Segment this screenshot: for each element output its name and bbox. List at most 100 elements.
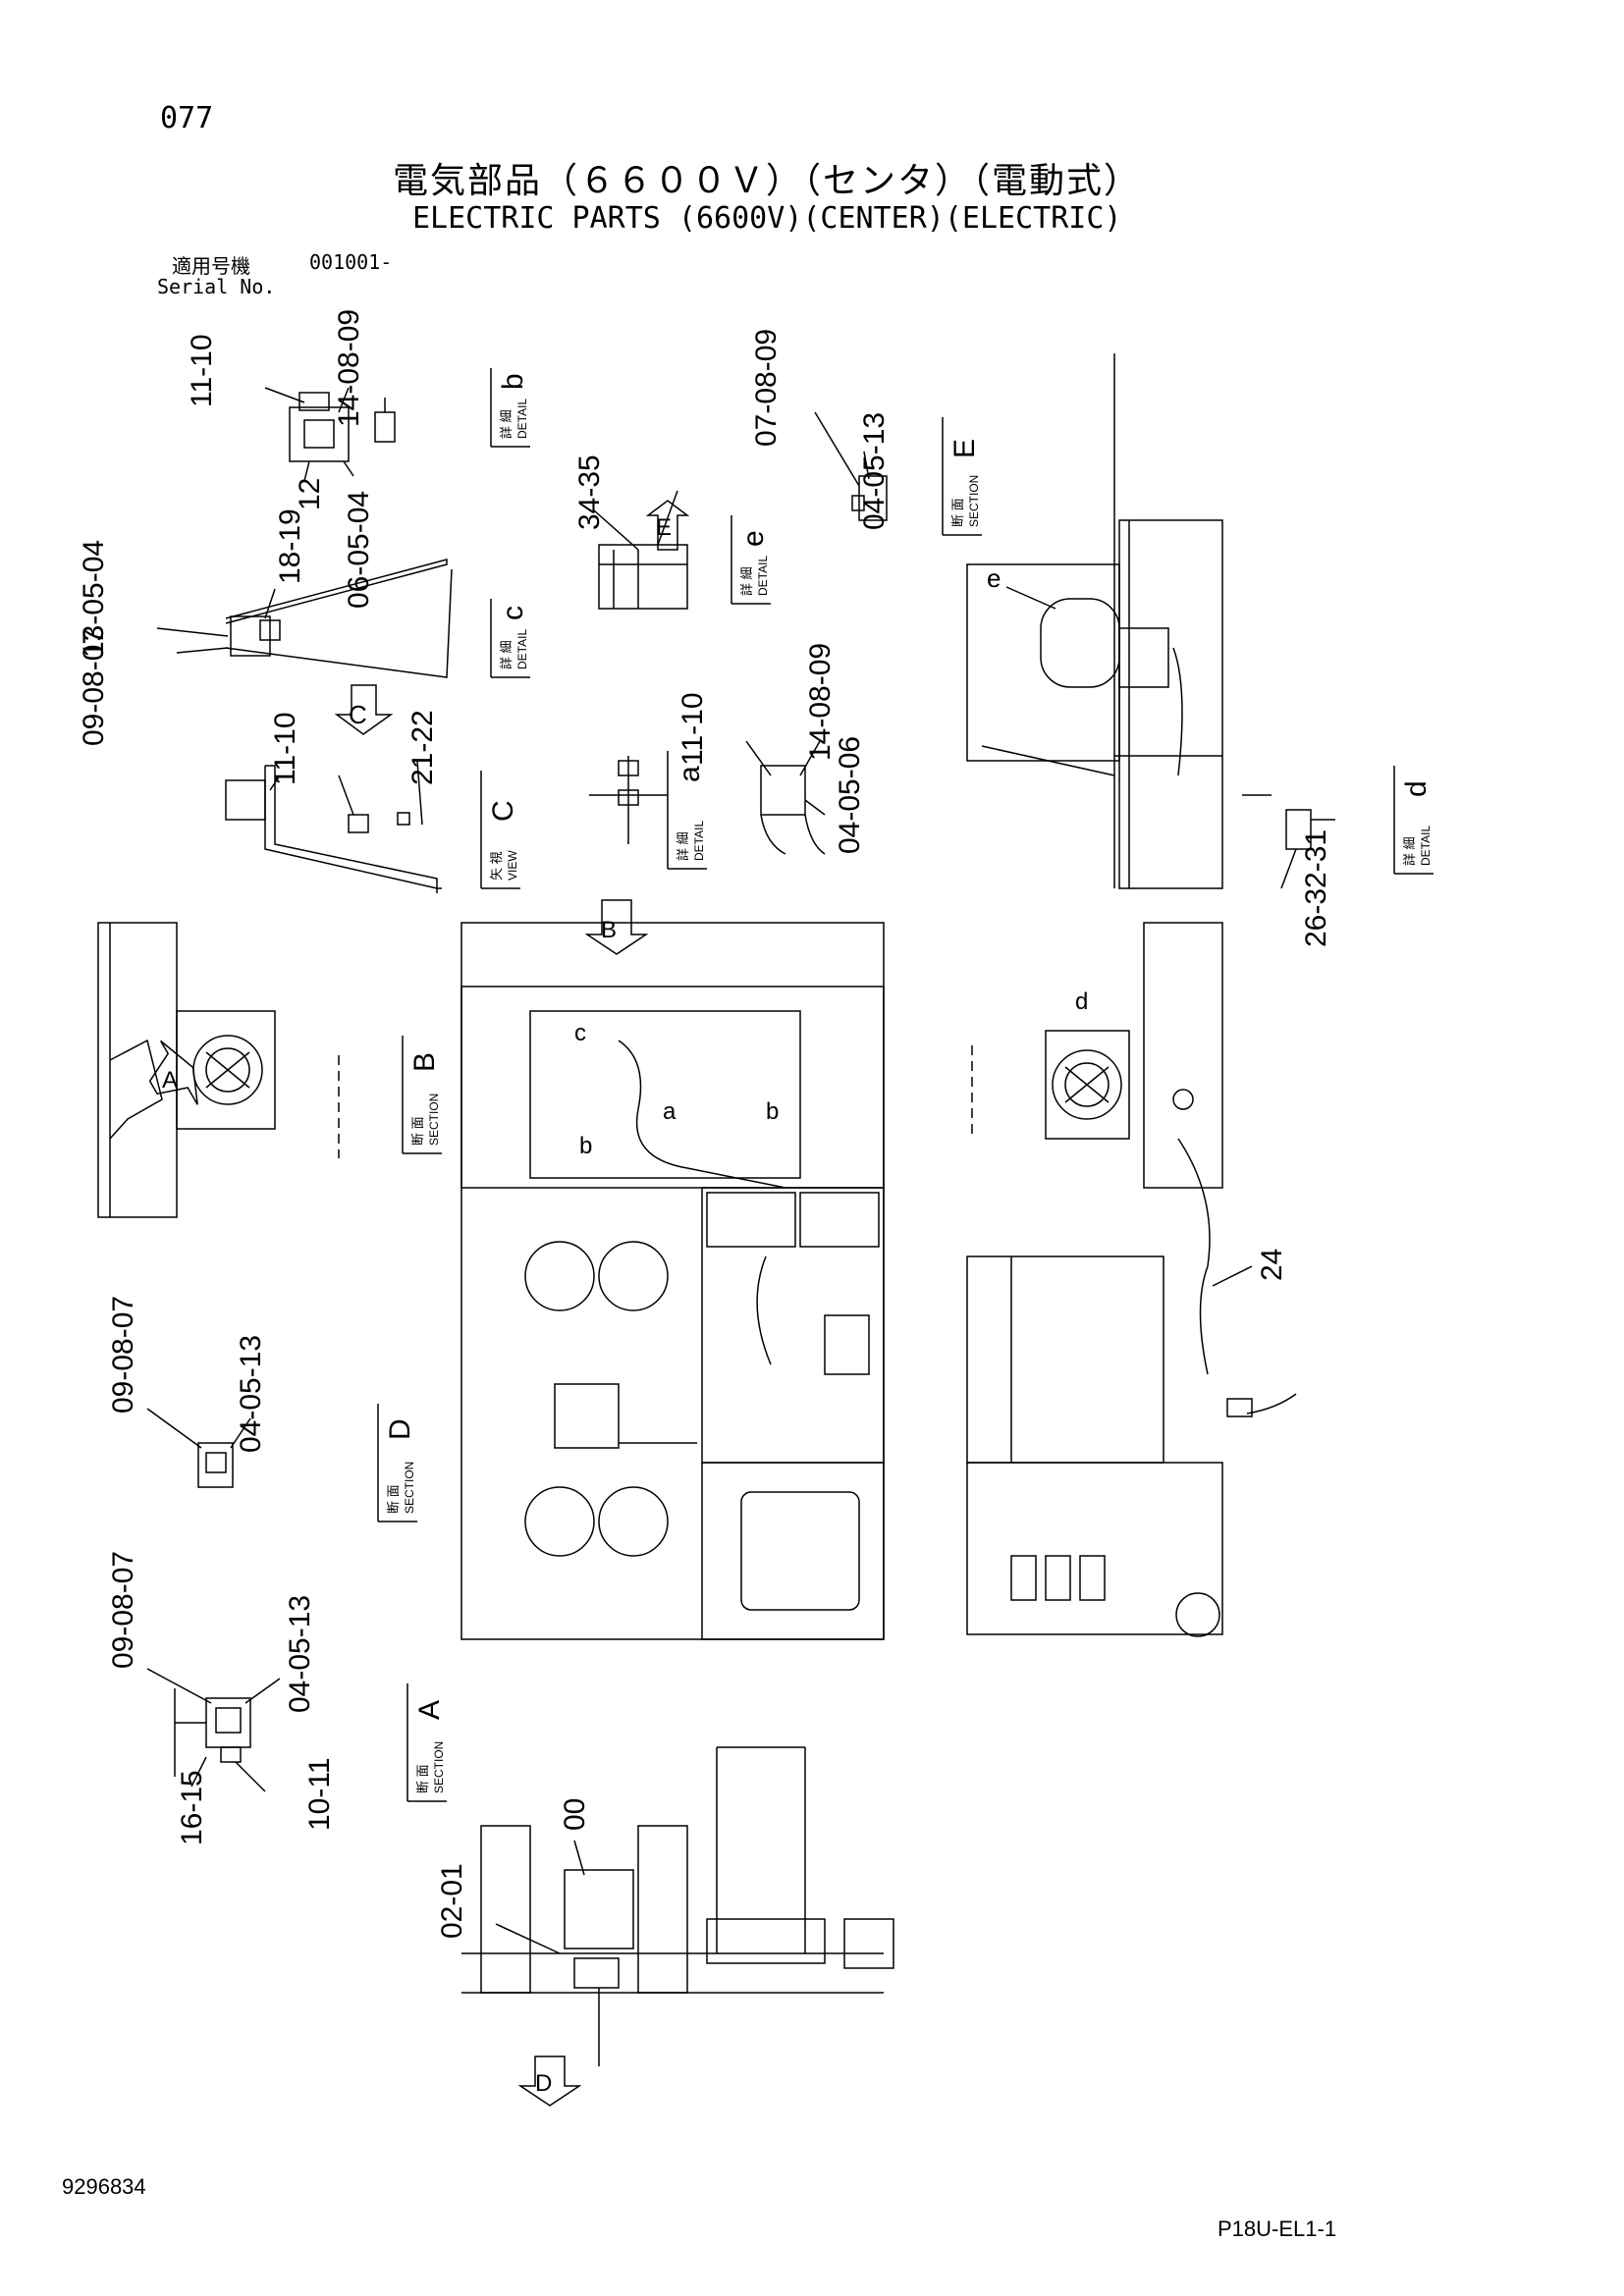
view-title-jp: 詳 細 <box>676 831 690 861</box>
leader-line <box>190 1756 207 1788</box>
section-d-part <box>205 1452 227 1473</box>
callout-label: 09-08-07 <box>107 1296 139 1414</box>
section-arrow-label: B <box>601 917 617 943</box>
fan <box>1064 1066 1110 1103</box>
cable <box>756 1255 772 1365</box>
section-arrow-b <box>584 899 649 955</box>
section-a-part <box>215 1707 242 1734</box>
serial-label-en: Serial No. <box>157 275 276 298</box>
view-letter: b <box>497 373 529 390</box>
detail-marker-d: d <box>1075 988 1088 1015</box>
page-title-en: ELECTRIC PARTS (6600V)(CENTER)(ELECTRIC) <box>412 201 1122 236</box>
section-a-part <box>205 1697 251 1748</box>
callout-label: 04-05-13 <box>284 1595 316 1713</box>
callout-label: 14-08-09 <box>804 643 837 761</box>
frame-outline <box>1118 519 1223 889</box>
detail-e-group: 34-35 E 詳 細 DETAIL e <box>573 454 771 610</box>
view-title-jp: 詳 細 <box>499 640 514 669</box>
view-letter: C <box>487 800 519 822</box>
detail-c-bracket <box>225 568 453 678</box>
detail-c-part <box>259 619 281 641</box>
callout-label: 09-08-07 <box>107 1551 139 1669</box>
detail-marker-e: e <box>987 563 1001 593</box>
leader-line <box>230 1417 251 1449</box>
section-b-fan <box>205 1047 250 1093</box>
section-arrow-label: E <box>656 514 672 541</box>
callout-label: 21-22 <box>406 710 439 785</box>
view-c-part <box>397 812 410 826</box>
detail-d-group: 26-32-31 詳 細 DETAIL d <box>1242 766 1434 947</box>
callout-label: 02-01 <box>436 1863 468 1939</box>
detail-a-part <box>760 765 806 816</box>
view-title-jp: 詳 細 <box>499 409 514 439</box>
view-title-jp: 断 面 <box>415 1764 430 1793</box>
view-letter: B <box>408 1052 441 1072</box>
detail-c-bracket <box>225 559 448 624</box>
leader-line <box>303 460 310 482</box>
serial-value: 001001- <box>309 250 393 274</box>
view-title-en: DETAIL <box>692 821 706 861</box>
leader-line <box>1212 1265 1253 1287</box>
view-title-jp: 断 面 <box>410 1116 425 1146</box>
view-title-jp: 矢 視 <box>489 851 504 881</box>
leader-line <box>264 588 276 619</box>
cabinet <box>966 1462 1223 1635</box>
grating <box>799 1192 880 1248</box>
reel-drum <box>524 1241 595 1311</box>
view-title-en: SECTION <box>403 1462 416 1514</box>
section-arrow-e <box>645 500 690 551</box>
detail-marker-c: c <box>574 1020 586 1046</box>
view-arrow-label: C <box>349 700 367 729</box>
leader-line <box>495 1923 561 1954</box>
detail-c-part <box>230 615 271 657</box>
cabinet <box>966 1255 1164 1464</box>
callout-label: 11-10 <box>269 712 301 785</box>
detail-b-part <box>303 419 335 449</box>
detail-marker-a: a <box>663 1098 677 1125</box>
cabinet-door <box>1010 1555 1037 1601</box>
view-c-part <box>225 779 266 821</box>
fan <box>1064 1062 1110 1107</box>
cabinet-door <box>1045 1555 1071 1601</box>
terminal-box <box>573 1957 620 1989</box>
section-e-part <box>858 475 888 521</box>
fan-housing <box>1045 1030 1130 1140</box>
detail-b-part <box>289 406 350 462</box>
leader-line <box>244 1678 281 1704</box>
section-arrow-a <box>148 1040 198 1105</box>
leader-line <box>156 627 229 637</box>
track-frame <box>480 1825 531 1994</box>
view-arrow-c <box>334 684 394 735</box>
grating <box>824 1314 870 1375</box>
detail-a-group: 11-10 14-08-09 04-05-06 詳 細 DETAIL a <box>589 643 866 870</box>
frame-outline <box>1143 922 1223 1189</box>
housing-outline <box>966 563 1120 762</box>
view-title-en: SECTION <box>432 1741 446 1793</box>
leader-line <box>804 799 826 816</box>
detail-marker-b: b <box>766 1098 779 1125</box>
section-a-part <box>220 1746 242 1763</box>
detail-d-part <box>1285 809 1312 850</box>
callout-label: 12 <box>294 478 326 510</box>
callout-label: 04-05-06 <box>834 736 866 854</box>
leader-line <box>269 774 281 791</box>
view-title-en: DETAIL <box>515 629 529 669</box>
wheel <box>1175 1592 1220 1637</box>
grating <box>706 1192 796 1248</box>
section-arrow-label: D <box>535 2070 552 2097</box>
callout-label: 04-05-13 <box>858 412 891 530</box>
cable <box>109 1039 163 1140</box>
callout-label: 10-11 <box>303 1757 336 1831</box>
section-d-part <box>197 1442 234 1488</box>
section-arrow-d <box>517 2056 582 2107</box>
view-title-en: VIEW <box>506 850 519 881</box>
page-title-jp: 電気部品（６６００Ｖ）（センタ）（電動式） <box>393 161 1142 201</box>
section-b-group: A 断 面 SECTION B <box>97 922 442 1218</box>
leader-line <box>1280 848 1297 889</box>
view-title-en: DETAIL <box>1419 826 1433 866</box>
callout-label: 11-10 <box>186 334 218 407</box>
view-letter: c <box>497 606 529 620</box>
callout-label: 00 <box>559 1798 591 1831</box>
view-title-en: SECTION <box>967 475 981 527</box>
